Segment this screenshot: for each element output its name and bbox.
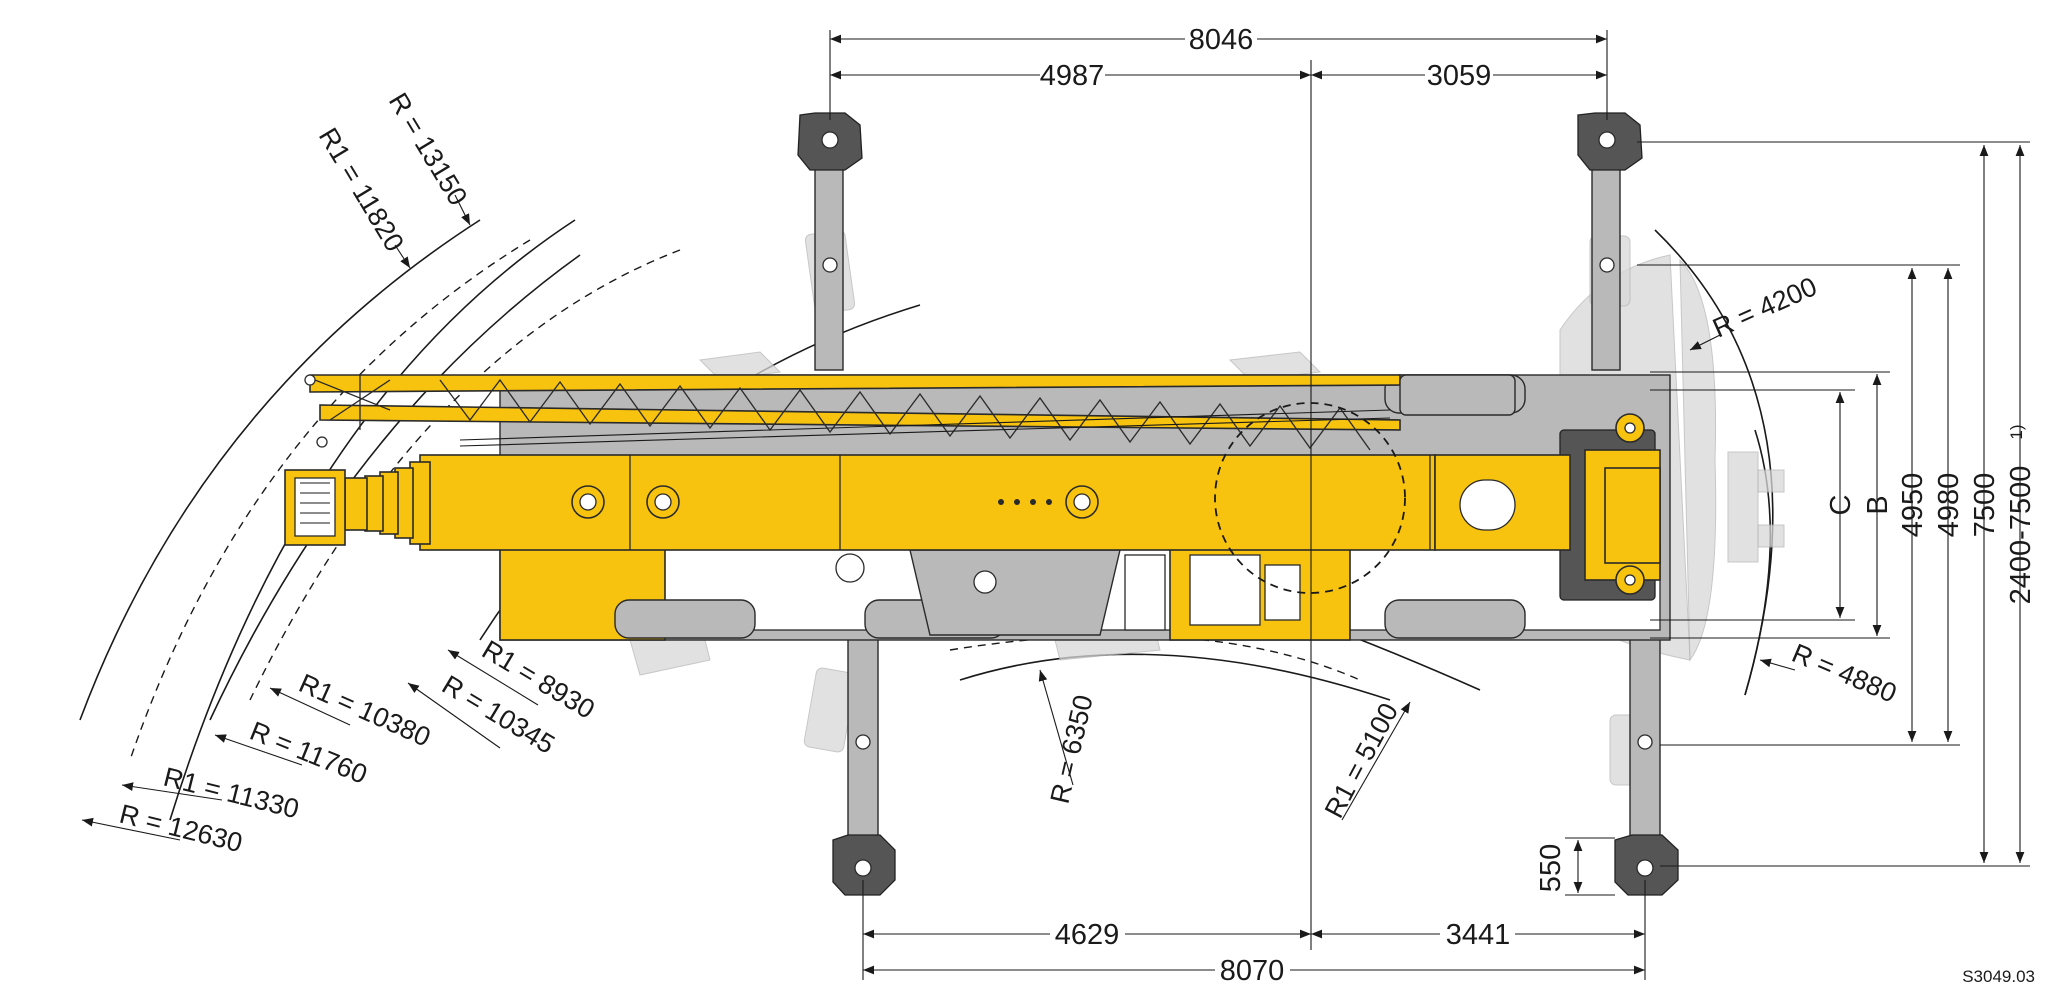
label-r-13150: R = 13150 xyxy=(383,88,473,211)
telescopic-boom xyxy=(284,402,1571,594)
dim-range: 2400-7500 xyxy=(2005,466,2037,605)
dim-7500: 7500 xyxy=(1969,473,2001,538)
label-r1-11820: R1 = 11820 xyxy=(313,123,410,257)
label-r-4200: R = 4200 xyxy=(1708,271,1821,343)
dim-4950: 4950 xyxy=(1897,473,1929,538)
tyre-3 xyxy=(1384,599,1526,639)
dim-range-note: 1) xyxy=(2007,424,2026,439)
lattice-jib xyxy=(304,374,1516,451)
tyre-1 xyxy=(614,599,756,639)
dim-top-total: 8046 xyxy=(1189,24,1254,56)
dim-c: C xyxy=(1825,495,1857,516)
dimension-lines xyxy=(829,30,2030,980)
dim-top-left: 4987 xyxy=(1040,60,1105,92)
outrigger-beam-front-bottom xyxy=(847,634,879,866)
counterweight-block xyxy=(909,549,1121,636)
outrigger-beam-rear-top xyxy=(1591,139,1621,371)
dim-b: B xyxy=(1862,495,1894,514)
label-r1-5100: R1 = 5100 xyxy=(1319,698,1404,823)
label-r-6350: R = 6350 xyxy=(1045,692,1099,806)
drawing-reference: S3049.03 xyxy=(1962,967,2035,986)
outrigger-beam-front-top xyxy=(814,139,844,371)
label-r-4880: R = 4880 xyxy=(1788,638,1901,709)
dim-bottom-right: 3441 xyxy=(1446,919,1511,951)
dim-bottom-total: 8070 xyxy=(1220,955,1285,987)
label-r-11760: R = 11760 xyxy=(246,716,372,790)
radius-leaders xyxy=(81,194,1796,841)
dimension-labels: 8046 4987 3059 4629 3441 8070 550 C B 49… xyxy=(1040,24,2037,987)
dim-4980: 4980 xyxy=(1933,473,1965,538)
label-r-12630: R = 12630 xyxy=(117,799,246,858)
dim-top-right: 3059 xyxy=(1427,60,1492,92)
outrigger-beam-rear-bottom xyxy=(1629,634,1661,866)
outriggers xyxy=(797,112,1679,896)
dim-bottom-left: 4629 xyxy=(1055,919,1120,951)
dim-pad-550: 550 xyxy=(1535,844,1567,892)
